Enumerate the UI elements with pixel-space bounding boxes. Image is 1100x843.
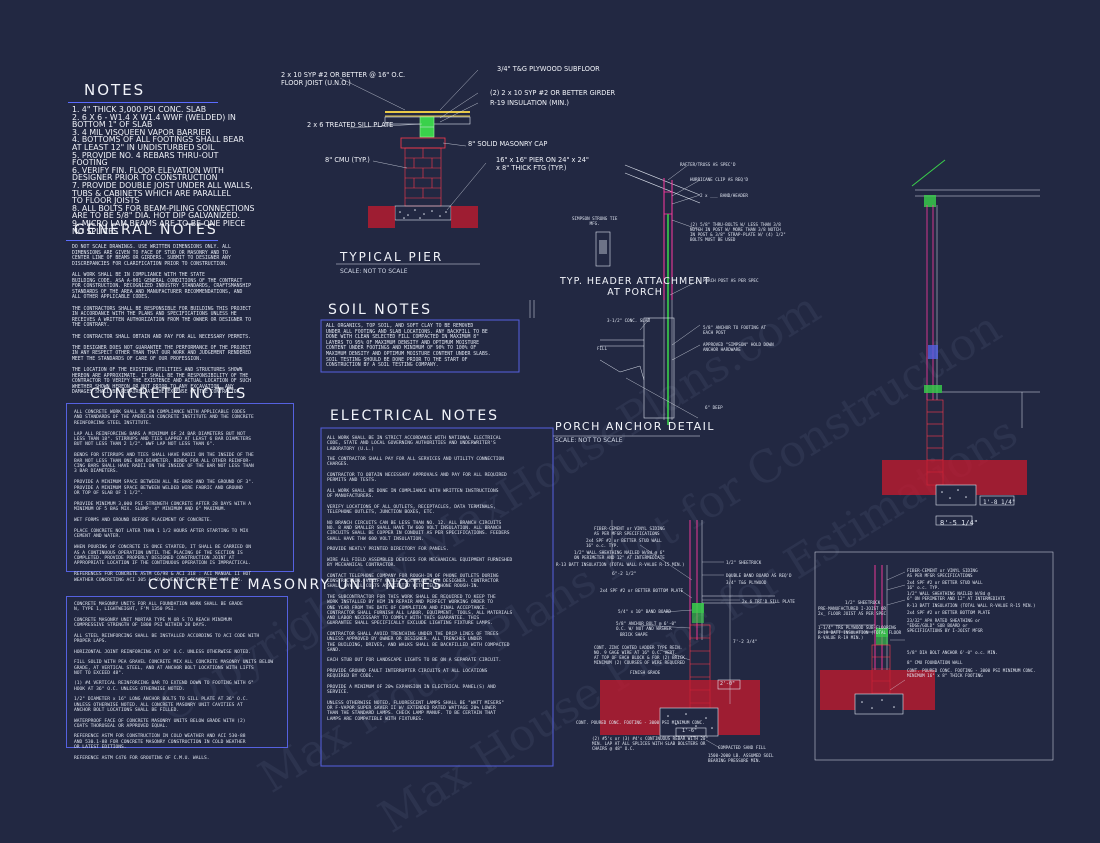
porch-post-label: PORCH POST AS PER SPEC	[703, 278, 759, 283]
header-band-label: 2 x ___ BAND/HEADER	[700, 193, 748, 198]
general-notes-title: GENERAL NOTES	[74, 222, 218, 238]
porch-anchor-scale: SCALE: NOT TO SCALE	[555, 437, 623, 444]
center-dim-3: 7'-2 3/4"	[733, 640, 758, 645]
pier-insulation-label: R-19 INSULATION (MIN.)	[490, 99, 569, 107]
porch-holddown-label: APPROVED "SIMPSON" HOLD DOWN ANCHOR HARD…	[703, 342, 774, 352]
center-soil-label: 1500-2000 LB. ASSUMED SOIL BEARING PRESS…	[708, 753, 774, 763]
center-wall-section-drawing	[600, 520, 775, 749]
general-notes-underline	[66, 240, 218, 241]
center-grade-label: FINISH GRADE	[630, 670, 661, 675]
porch-footing-label: 5/8" ANCHOR TO FOOTING AT EACH POST	[703, 325, 767, 335]
center-band-label: DOUBLE BAND BOARD AS REQ'D	[726, 573, 792, 578]
right-section-dim-2: 1'-8 1/4"	[983, 499, 1016, 506]
pier-girder-label: (2) 2 x 10 SYP #2 OR BETTER GIRDER	[490, 89, 616, 97]
center-stud-label: 2x4 SPF #2 or BETTER STUD WALL 16" o.c. …	[586, 538, 662, 548]
typical-pier-scale: SCALE: NOT TO SCALE	[340, 268, 408, 275]
electrical-notes-body: ALL WORK SHALL BE IN STRICT ACCORDANCE W…	[327, 436, 513, 722]
far-right-wall-section-drawing	[814, 551, 1054, 761]
notes-title: NOTES	[84, 81, 146, 99]
center-anchor-label: 5/8" ANCHOR BOLT @ 6'-0" O.C. W/ NUT AND…	[616, 621, 677, 631]
center-treated-label: 2x 6 TRT'D SILL PLATE	[742, 599, 795, 604]
far-rim-label: 1-1/4" TRG PLYWOOD SUB-FLOORING R-19 BAT…	[818, 625, 902, 640]
header-attachment-title: TYP. HEADER ATTACHMENT AT PORCH	[560, 276, 711, 298]
pier-size-label: 16" x 16" PIER ON 24" x 24" x 8" THICK F…	[496, 156, 589, 172]
soil-notes-body: ALL ORGANICS, TOP SOIL, AND SOFT CLAY TO…	[326, 324, 491, 369]
detail-drawings	[320, 69, 1054, 767]
center-sheetrock-label: 1/2" SHEETROCK	[726, 560, 762, 565]
soil-notes-box	[320, 319, 520, 373]
porch-anchor-drawing	[553, 317, 700, 437]
electrical-notes-box	[320, 427, 554, 767]
cmu-notes-title: CONCRETE MASONRY UNIT NOTES	[148, 577, 443, 593]
general-notes-body: DO NOT SCALE DRAWINGS. USE WRITTEN DIMEN…	[72, 245, 252, 396]
pier-cap-label: 8" SOLID MASONRY CAP	[468, 140, 548, 148]
far-stud-label: 2x4 SPF #2 or BETTER STUD WALL 16" o.c. …	[907, 580, 983, 590]
notes-title-underline	[68, 102, 218, 103]
center-batt-label: R-13 BATT INSULATION (TOTAL WALL R-VALUE…	[556, 562, 685, 567]
center-bandboard-label: 5/4" x 10" BAND BOARD	[618, 609, 671, 614]
far-batt-label: R-13 BATT INSULATION (TOTAL WALL R-VALUE…	[907, 603, 1036, 608]
right-section-dim-1: 8'-5 1/4"	[940, 519, 978, 527]
concrete-notes-body: ALL CONCRETE WORK SHALL BE IN COMPLIANCE…	[74, 410, 254, 583]
header-clip-label: HURRICANE CLIP AS REQ'D	[690, 177, 748, 182]
center-dim-4: 6"-2 1/2"	[612, 572, 637, 577]
concrete-notes-title: CONCRETE NOTES	[90, 386, 248, 402]
far-anchor-label: 5/8" DIA BOLT ANCHOR 6'-0" o.c. MIN.	[907, 650, 998, 655]
porch-deep-label: 6" DEEP	[705, 405, 723, 410]
center-ply-label: 3/4" T&G PLYWOOD	[726, 580, 767, 585]
header-attachment-drawing	[595, 164, 701, 425]
typical-pier-title: TYPICAL PIER	[340, 250, 444, 264]
far-joist-label: PRE-MANUFACTURED I-JOIST OR 2x_ FLOOR JO…	[818, 606, 887, 616]
cmu-notes-body: CONCRETE MASONRY UNITS FOR ALL FOUNDATIO…	[74, 602, 274, 761]
center-plate-label: 2x4 SPF #2 or BETTER BOTTOM PLATE	[600, 588, 684, 593]
notes-list: 1. 4" THICK 3,000 PSI CONC. SLAB 2. 6 X …	[72, 105, 255, 236]
far-osb-label: 23/32" APA RATED SHEATHING or "EDGE/GOLD…	[907, 618, 983, 633]
center-cmu-label: CONT. ZINC COATED LADDER TYPE REIN. NO. …	[594, 645, 685, 665]
soil-notes-title: SOIL NOTES	[328, 302, 433, 318]
center-dim-1: 2'-0"	[720, 681, 736, 687]
right-wall-section-drawing	[882, 159, 1040, 526]
pier-subfloor-label: 3/4" T&G PLYWOOD SUBFLOOR	[497, 65, 600, 73]
far-stem-label: 8" CMU FOUNDATION WALL	[907, 660, 963, 665]
far-sheathing-label: 1/2" WALL SHEATHING NAILED W/8d @ 6" ON …	[907, 591, 1006, 601]
header-bolts-label: (2) 5/8" THRU-BOLTS W/ LESS THAN 3/8 NOT…	[690, 222, 786, 242]
far-siding-label: FIBER-CEMENT or VINYL SIDING AS PER MFGR…	[907, 568, 978, 578]
center-dim-2: 1'-6"	[682, 728, 698, 734]
pier-cmu-label: 8" CMU (TYP.)	[325, 156, 370, 164]
far-footing-label: CONT. POURED CONC. FOOTING - 3000 PSI MI…	[907, 668, 1036, 678]
pier-joist-label: 2 x 10 SYP #2 OR BETTER @ 16" O.C. FLOOR…	[281, 71, 406, 87]
cmu-notes-box	[66, 596, 288, 748]
typical-pier-drawing	[336, 69, 487, 265]
electrical-notes-title: ELECTRICAL NOTES	[330, 408, 500, 424]
center-footing-label: CONT. POURED CONC. FOOTING - 3000 PSI MI…	[576, 720, 705, 725]
porch-slab-label: 3-1/2" CONC. SLAB	[607, 318, 650, 323]
center-sheathing-label: 1/2" WALL SHEATHING NAILED W/8d @ 6" ON …	[574, 550, 665, 560]
far-plate-label: 2x4 SPF #2 or BETTER BOTTOM PLATE	[907, 610, 991, 615]
header-rafter-label: RAFTER/TRUSS AS SPEC'D	[680, 162, 736, 167]
porch-fill-label: FILL	[597, 346, 608, 351]
pier-sill-label: 2 x 6 TREATED SILL PLATE	[307, 121, 394, 129]
porch-anchor-title: PORCH ANCHOR DETAIL	[555, 420, 716, 433]
center-siding-label: FIBER-CEMENT or VINYL SIDING AS PER MFGR…	[594, 526, 665, 536]
center-sand-label: COMPACTED SAND FILL	[718, 745, 766, 750]
center-rebar-label: (2) #5's or (3) #4's CONTINUOUS REBAR WI…	[592, 736, 708, 751]
header-simpson-label: SIMPSON STRONG TIE MFG.	[572, 216, 618, 226]
far-sheetrock-label: 1/2" SHEETROCK	[845, 600, 881, 605]
center-brick-label: BRICK SHAPE	[620, 632, 648, 637]
concrete-notes-box	[66, 403, 294, 572]
